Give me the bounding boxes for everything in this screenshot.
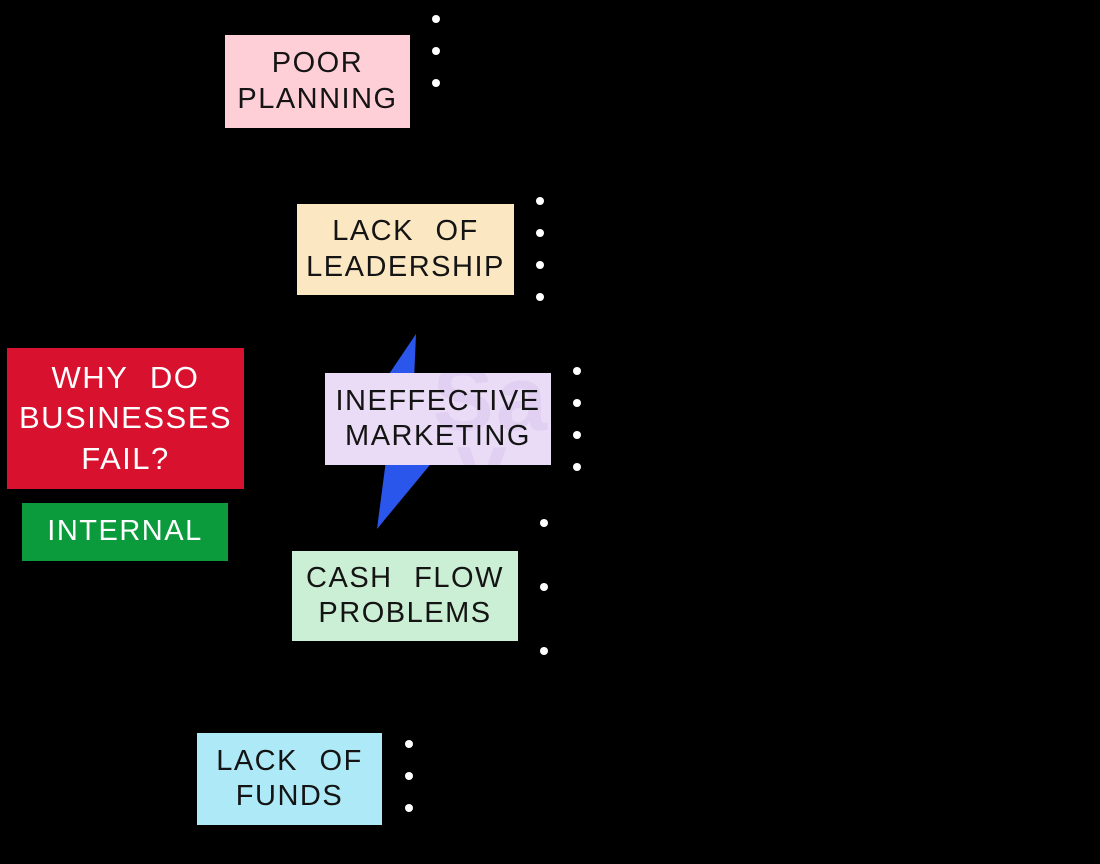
bullet-dot [573,463,581,471]
bullet-dot [540,519,548,527]
bullet-dot [540,583,548,591]
cause-box-cash-flow-problems: CASH FLOW PROBLEMS [292,551,518,641]
cause-label-ineffective-marketing: INEFFECTIVE MARKETING [335,384,541,452]
bullet-dots-poor-planning [432,15,440,87]
bullet-dot [573,399,581,407]
bullet-dots-lack-of-leadership [536,197,544,301]
bullet-dot [432,15,440,23]
cause-box-poor-planning: POOR PLANNING [225,35,410,128]
bullet-dot [536,229,544,237]
cause-box-ineffective-marketing: Sa y INEFFECTIVE MARKETING [325,373,551,465]
bullet-dot [540,647,548,655]
title-box-label: WHY DO BUSINESSES FAIL? [18,360,233,476]
bullet-dots-cash-flow-problems [540,519,548,655]
cause-label-cash-flow-problems: CASH FLOW PROBLEMS [306,561,504,629]
lightning-bolt-bottom-segment [377,460,434,529]
cause-box-lack-of-leadership: LACK OF LEADERSHIP [297,204,514,295]
title-box-why-do-businesses-fail: WHY DO BUSINESSES FAIL? [7,348,244,489]
bullet-dot [432,47,440,55]
bullet-dots-ineffective-marketing [573,367,581,471]
cause-label-lack-of-leadership: LACK OF LEADERSHIP [306,215,505,283]
bullet-dot [432,79,440,87]
bullet-dot [405,740,413,748]
bullet-dots-lack-of-funds [405,740,413,812]
bullet-dot [536,197,544,205]
bullet-dot [405,804,413,812]
category-box-label: INTERNAL [47,515,203,548]
category-box-internal: INTERNAL [22,503,228,561]
cause-box-lack-of-funds: LACK OF FUNDS [197,733,382,825]
bullet-dot [573,431,581,439]
cause-label-lack-of-funds: LACK OF FUNDS [216,744,363,812]
bullet-dot [573,367,581,375]
bullet-dot [405,772,413,780]
cause-label-poor-planning: POOR PLANNING [237,47,398,115]
bullet-dot [536,261,544,269]
lightning-bolt-top-segment [385,334,416,380]
bullet-dot [536,293,544,301]
